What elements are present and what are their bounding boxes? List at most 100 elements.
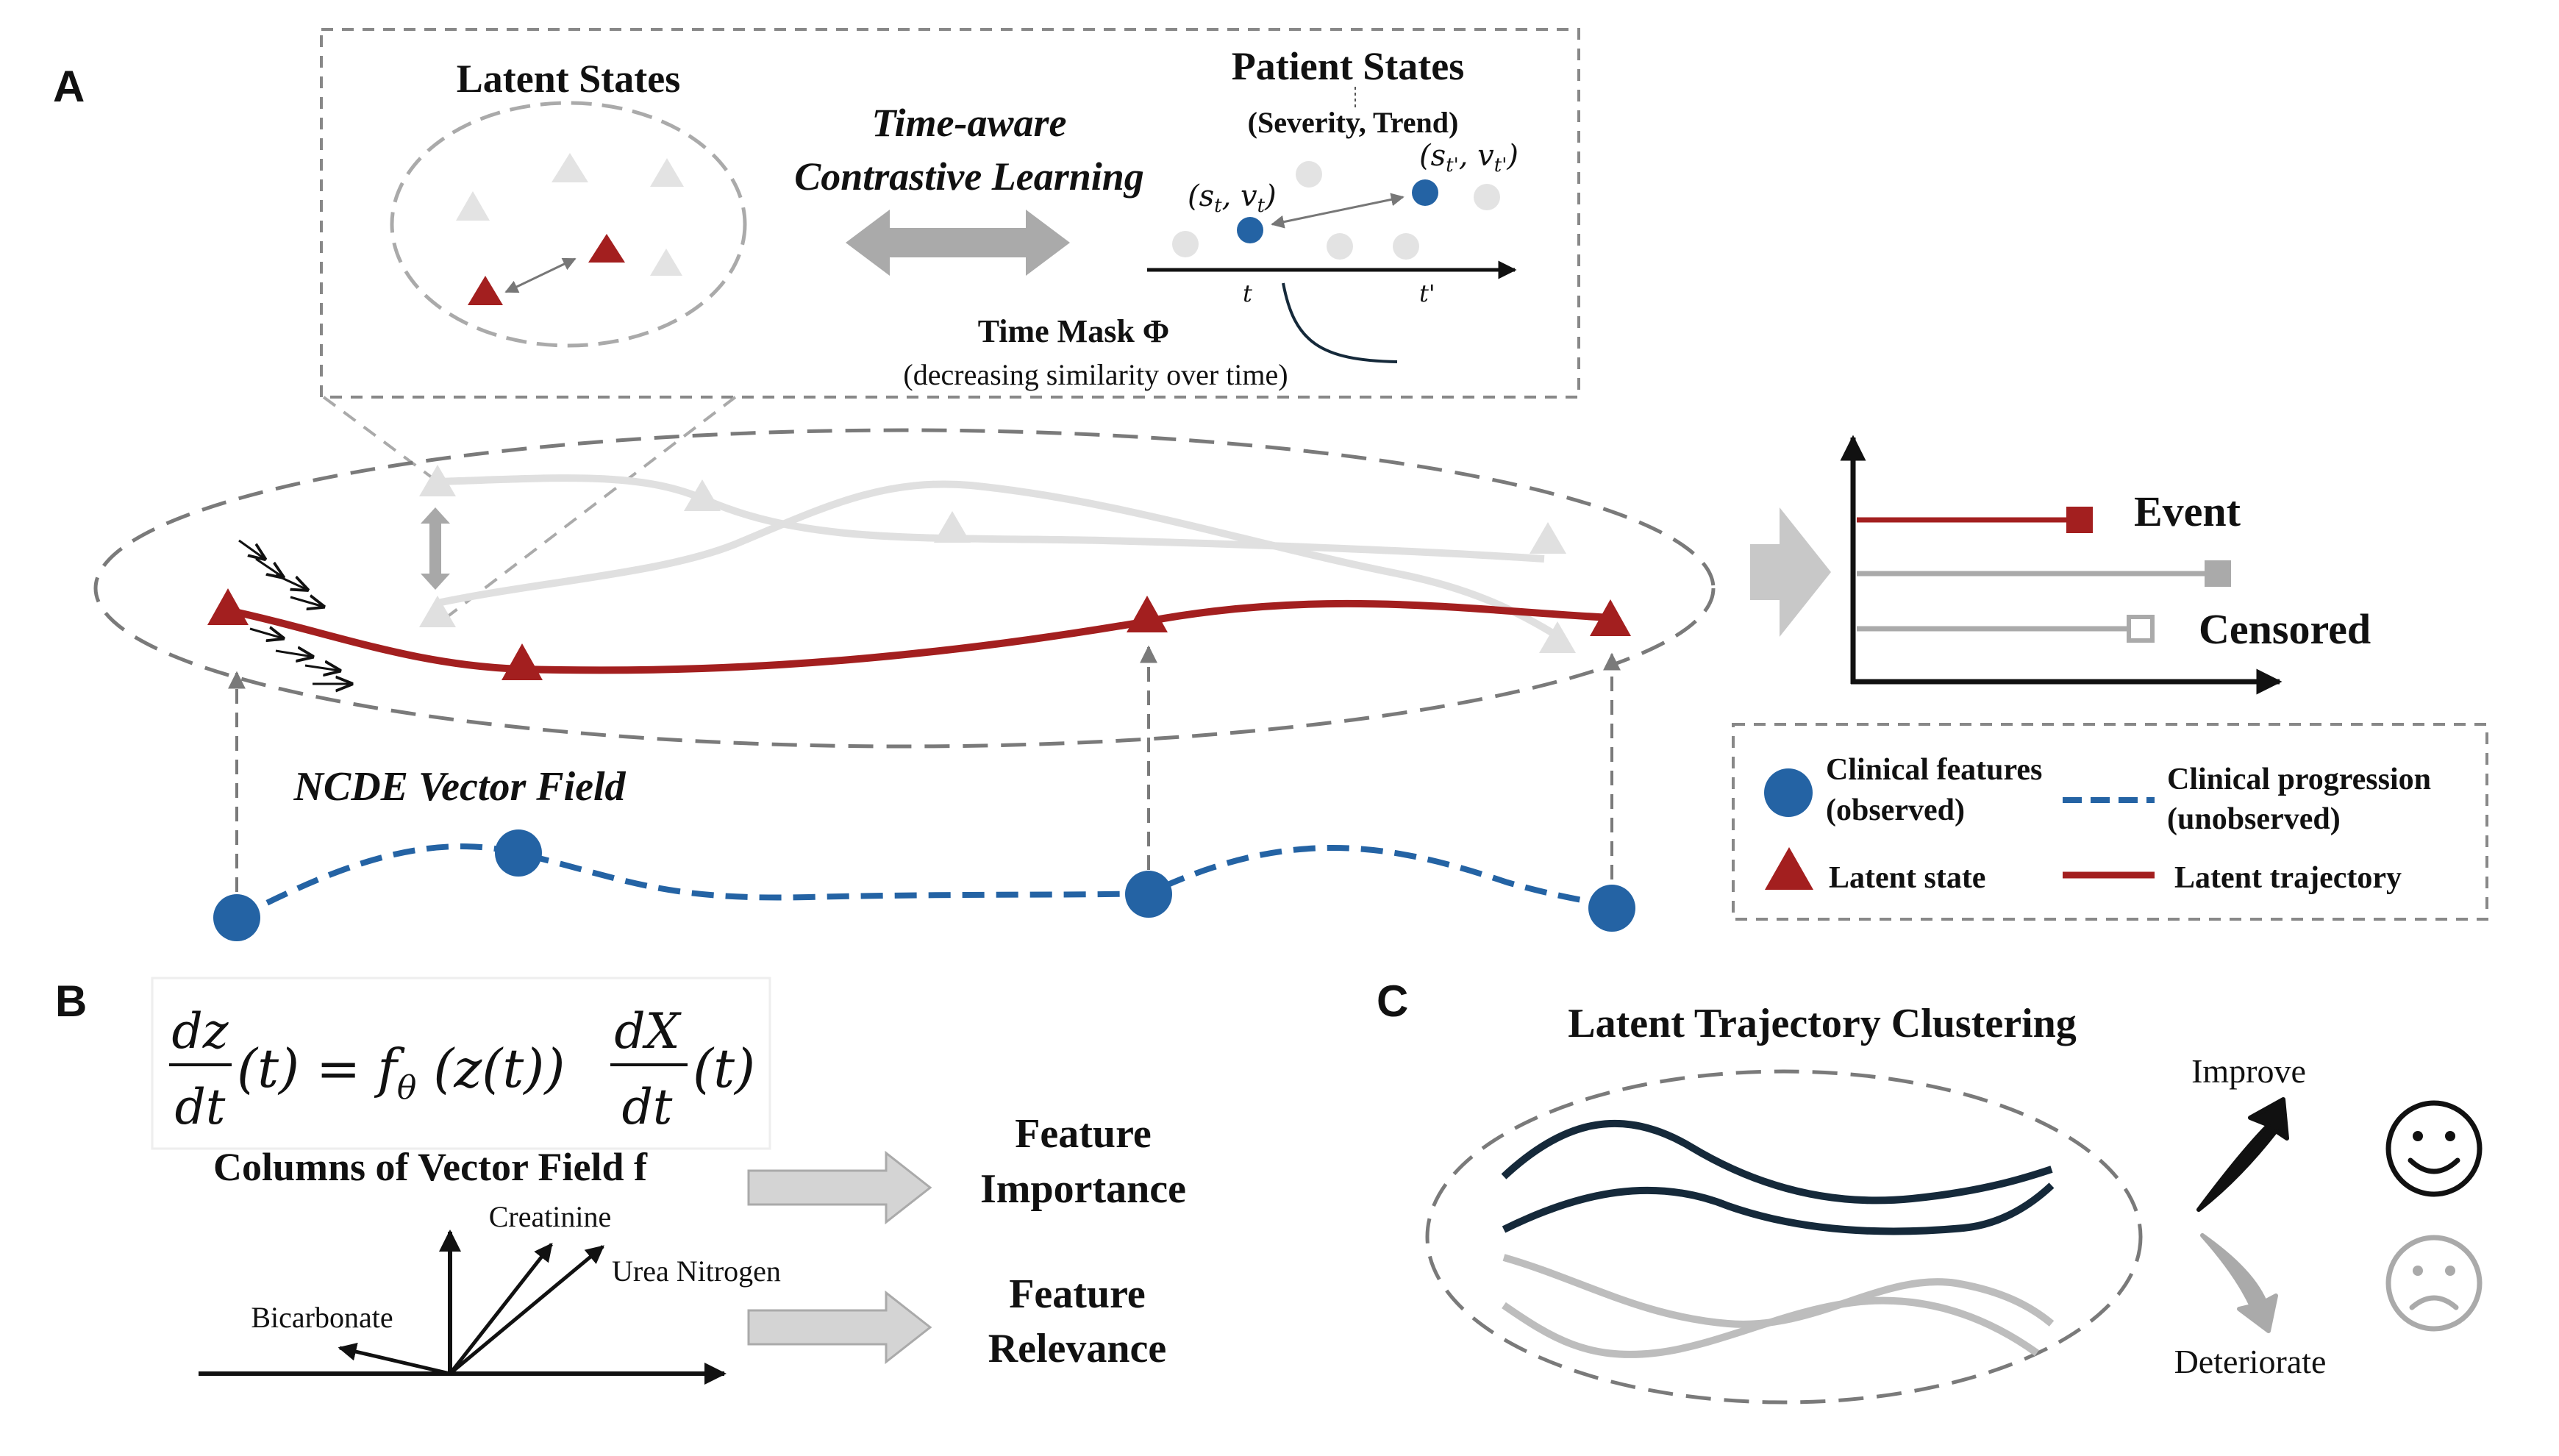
- gray-triangle: [552, 153, 588, 182]
- gray-triangle: [456, 191, 490, 221]
- feature-relevance-2: Relevance: [988, 1326, 1167, 1371]
- vector-arrow: [275, 651, 313, 657]
- state-similarity-arrow: [1271, 193, 1405, 229]
- censored-label: Censored: [2199, 605, 2371, 653]
- panel-c-letter: C: [1377, 977, 1408, 1026]
- legend-clinical-features-2: (observed): [1826, 793, 1965, 827]
- gray-point: [1474, 184, 1500, 210]
- red-triangle: [207, 588, 249, 625]
- time-mask-subtitle: (decreasing similarity over time): [903, 358, 1288, 391]
- contrastive-label-line2: Contrastive Learning: [794, 154, 1144, 199]
- importance-arrow: [747, 1150, 932, 1225]
- gray-triangle: [650, 249, 682, 276]
- happy-face-eye: [2445, 1131, 2455, 1141]
- happy-face-icon: [2385, 1100, 2483, 1197]
- blue-point: [1125, 871, 1172, 918]
- happy-face-eye: [2413, 1131, 2423, 1141]
- panel-a-letter: A: [53, 62, 85, 111]
- gray-point: [1172, 231, 1199, 257]
- patient-states-subtitle: (Severity, Trend): [1248, 106, 1459, 139]
- clustering-title: Latent Trajectory Clustering: [1568, 1001, 2077, 1046]
- trajectory-clusters: [1501, 1119, 2055, 1358]
- state-label-t: (st, vt): [1188, 179, 1277, 217]
- feature-relevance-1: Feature: [1009, 1271, 1146, 1317]
- latent-trajectory-red: [226, 599, 1611, 674]
- red-triangle: [1590, 599, 1631, 636]
- legend: Clinical features (observed) Clinical pr…: [1732, 723, 2488, 921]
- ncde-vector-field-label: NCDE Vector Field: [293, 764, 626, 810]
- inset-box: [320, 28, 1580, 399]
- gray-triangle: [1539, 621, 1576, 653]
- vector-arrow: [238, 539, 265, 559]
- feature-importance-2: Importance: [980, 1166, 1186, 1212]
- equation-dt: dt: [622, 1079, 673, 1135]
- deteriorating-trajectory: [1502, 1296, 2039, 1358]
- improve-arrow: [2196, 1097, 2289, 1212]
- red-triangle: [468, 276, 503, 305]
- equation-dz: dz: [171, 1003, 229, 1060]
- event-label: Event: [2134, 488, 2241, 535]
- improve-label: Improve: [2191, 1052, 2306, 1090]
- panel-b-letter: B: [55, 977, 87, 1026]
- latent-states-ellipse: [390, 101, 747, 348]
- blue-point-tp: [1412, 179, 1438, 206]
- feature-vectors: [199, 1230, 727, 1385]
- state-label-tp: (st', vt'): [1419, 139, 1518, 176]
- equation-dt: dt: [175, 1079, 226, 1135]
- improving-trajectory: [1502, 1182, 2055, 1235]
- vector-arrow: [304, 665, 340, 671]
- sad-face-mouth: [2409, 1295, 2459, 1310]
- improving-trajectory: [1501, 1119, 2053, 1205]
- survival-arrow: [1750, 507, 1831, 637]
- vector-field-arrows: [238, 539, 351, 684]
- creatinine-label: Creatinine: [489, 1200, 612, 1233]
- gray-triangle: [684, 479, 721, 511]
- equation-dX: dX: [614, 1003, 682, 1060]
- happy-face-outline: [2385, 1100, 2483, 1197]
- vector-arrow: [249, 629, 283, 638]
- blue-point: [1588, 885, 1635, 932]
- gray-point: [1296, 161, 1322, 188]
- sad-face-icon: [2385, 1235, 2483, 1332]
- blue-point: [213, 894, 260, 941]
- other-marker: [2205, 560, 2231, 587]
- sad-face-outline: [2385, 1235, 2483, 1332]
- clustering-ellipse: [1425, 1069, 2143, 1405]
- patient-states-points: [1172, 161, 1500, 260]
- patient-states-title: Patient States: [1232, 44, 1464, 88]
- zoom-line-right: [440, 396, 737, 623]
- axis-label-tp: t': [1419, 279, 1435, 307]
- time-mask-title: Time Mask Φ: [978, 313, 1170, 349]
- latent-states-title: Latent States: [457, 57, 680, 101]
- observation-links: [228, 645, 1621, 916]
- legend-clinical-features-1: Clinical features: [1826, 753, 2042, 787]
- survival-plot: [1840, 435, 2283, 695]
- axis-label-t: t: [1243, 279, 1252, 307]
- relevance-arrow: [747, 1290, 932, 1365]
- event-marker: [2066, 507, 2093, 533]
- red-triangle: [588, 234, 625, 263]
- other-trajectories: [419, 465, 1576, 653]
- deteriorate-label: Deteriorate: [2174, 1343, 2327, 1380]
- legend-clinical-progression-1: Clinical progression: [2167, 763, 2431, 796]
- legend-clinical-progression-2: (unobserved): [2167, 802, 2341, 836]
- feature-importance-1: Feature: [1015, 1111, 1152, 1157]
- vertical-double-arrow: [421, 507, 450, 590]
- bicarbonate-vector: [338, 1342, 451, 1376]
- legend-clinical-features-icon: [1764, 768, 1813, 817]
- equation-t: (t): [693, 1038, 755, 1099]
- creatinine-vector: [449, 1243, 553, 1375]
- gray-triangle: [419, 465, 456, 496]
- gray-point: [1327, 233, 1353, 260]
- blue-point-t: [1237, 217, 1263, 243]
- gray-triangle: [650, 158, 684, 187]
- gray-triangle: [934, 511, 971, 543]
- sad-face-eye: [2413, 1266, 2423, 1276]
- gray-point: [1393, 233, 1419, 260]
- latent-states-triangles: [456, 153, 684, 305]
- sad-face-eye: [2445, 1266, 2455, 1276]
- urea-nitrogen-vector: [449, 1245, 604, 1375]
- red-triangle: [502, 643, 543, 680]
- happy-face-mouth: [2408, 1157, 2460, 1174]
